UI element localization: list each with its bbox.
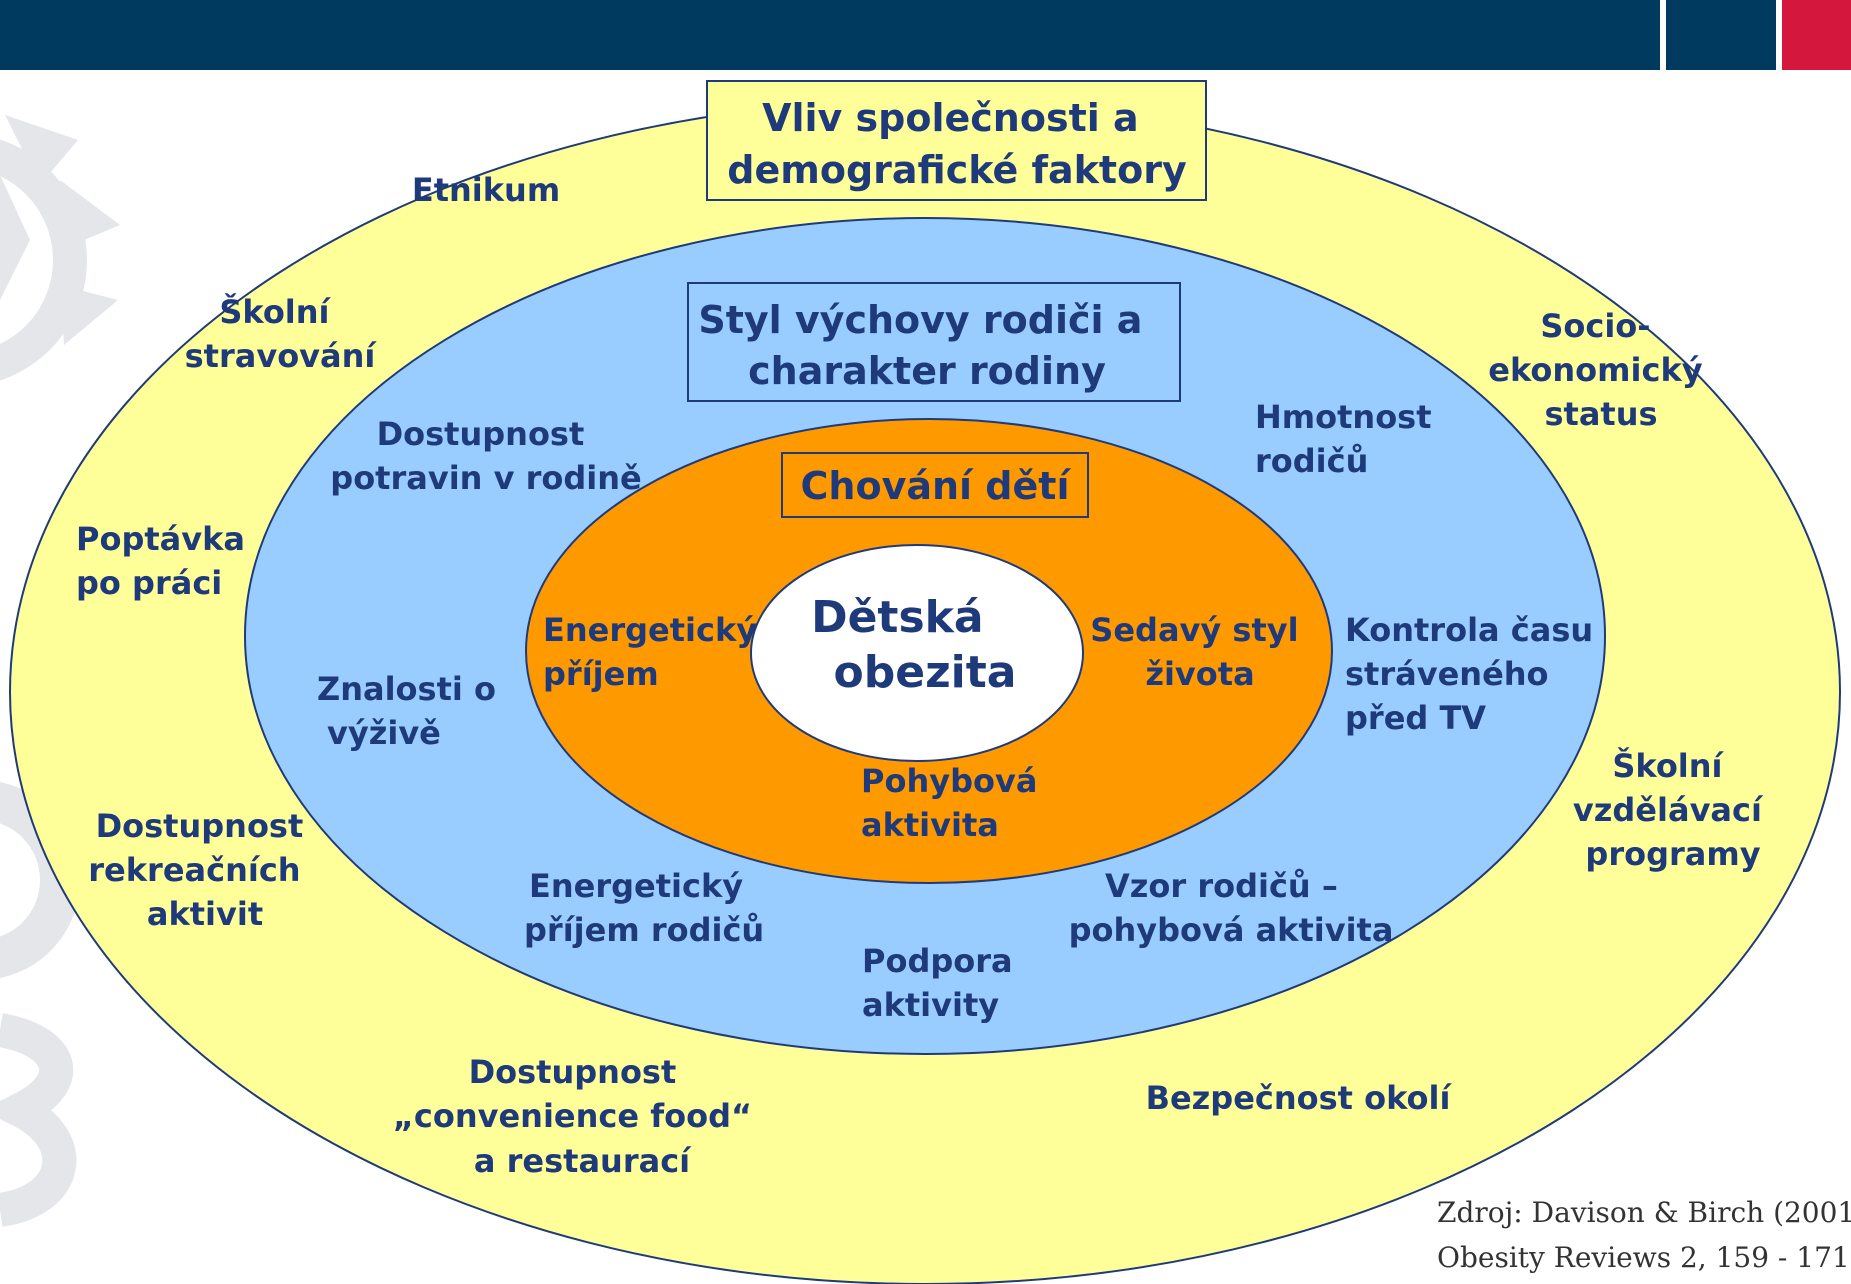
inner-title-box [781, 452, 1089, 518]
label-etnikum: Etnikum [412, 171, 560, 209]
label-bezpecnost-okoli: Bezpečnost okolí [1146, 1079, 1453, 1117]
core-obesity [750, 544, 1084, 762]
middle-title-box [687, 282, 1181, 402]
label-sedavy-styl-zivota: Sedavý styl života [1090, 611, 1309, 693]
label-socioekonomicky-status: Socio- ekonomický status [1488, 307, 1713, 433]
label-dostupnost-rekreacnich-aktivit: Dostupnost rekreačních aktivit [88, 807, 314, 933]
label-dostupnost-potravin: Dostupnost potravin v rodině [330, 415, 641, 497]
label-skolni-vzdelavaci-programy: Školní vzdělávací programy [1573, 746, 1773, 873]
label-kontrola-casu-tv: Kontrola času stráveného před TV [1345, 611, 1604, 737]
label-podpora-aktivity: Podpora aktivity [862, 942, 1024, 1024]
outer-title-box [706, 80, 1207, 201]
header-bar-segment [1666, 0, 1776, 70]
middle-title: Styl výchovy rodiči a charakter rodiny [698, 298, 1155, 393]
label-skolni-stravovani: Školní stravování [185, 292, 378, 375]
label-poptavka-po-praci: Poptávka po práci [76, 520, 256, 602]
label-pohybova-aktivita: Pohybová aktivita [861, 762, 1049, 844]
label-vzor-rodicu: Vzor rodičů – pohybová aktivita [1069, 867, 1394, 949]
inner-title: Chování dětí [801, 464, 1072, 508]
header-bar [0, 0, 1660, 70]
source-citation: Zdroj: Davison & Birch (2001), Obesity R… [1437, 1196, 1851, 1274]
header-accent [1782, 0, 1851, 70]
outer-title: Vliv společnosti a demografické faktory [727, 96, 1187, 192]
label-hmotnost-rodicu: Hmotnost rodičů [1255, 398, 1443, 480]
label-znalosti-o-vyzive: Znalosti o výživě [317, 670, 507, 752]
label-energeticky-prijem-rodicu: Energetický příjem rodičů [524, 867, 764, 949]
label-convenience-food: Dostupnost „convenience food“ a restaura… [393, 1053, 763, 1180]
label-energeticky-prijem: Energetický příjem [543, 611, 768, 693]
core-title: Dětská obezita [811, 592, 1016, 698]
